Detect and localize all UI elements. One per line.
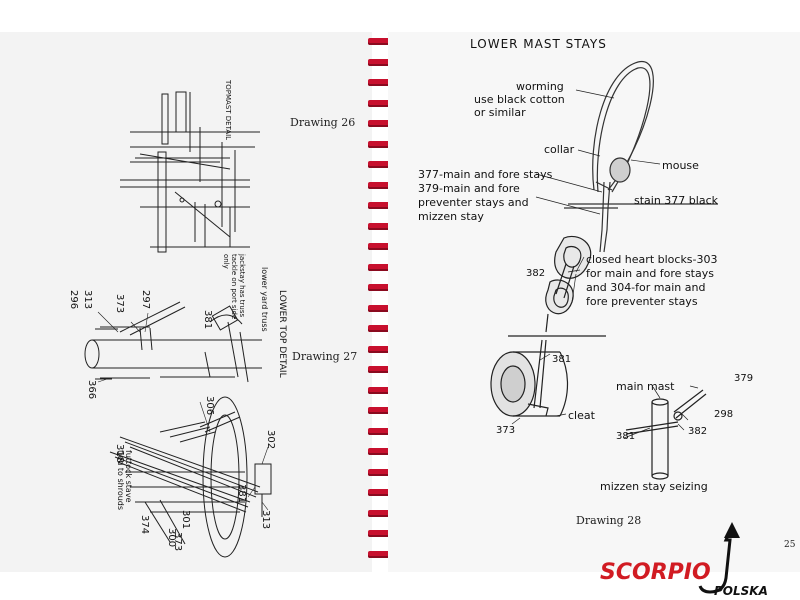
binding-ring <box>368 58 392 66</box>
label-373: 373 <box>496 425 516 436</box>
topmast-detail-label: TOPMAST DETAIL <box>224 80 232 141</box>
spiral-binding <box>360 32 400 572</box>
lower-top-detail-label: LOWER TOP DETAIL <box>277 290 287 378</box>
binding-ring <box>368 407 392 414</box>
binding-ring <box>368 284 392 291</box>
label-heart-3: and 304-for main and <box>586 281 706 294</box>
label-heart-4: fore preventer stays <box>586 295 698 308</box>
callout-313: 313 <box>82 290 93 310</box>
binding-ring <box>368 427 392 435</box>
binding-ring <box>368 550 392 558</box>
drawing-27-caption: Drawing 27 <box>292 350 358 363</box>
label-379: 379 <box>734 373 754 384</box>
binding-ring <box>368 489 392 496</box>
drawing-26-caption: Drawing 26 <box>290 116 356 129</box>
label-381b: 381 <box>616 431 636 442</box>
label-stays-1: 377-main and fore stays <box>418 168 553 181</box>
binding-ring <box>368 202 392 209</box>
callout-366: 366 <box>86 380 97 400</box>
label-stays-4: mizzen stay <box>418 210 484 223</box>
callout-306: 306 <box>204 396 215 416</box>
binding-ring <box>368 99 392 107</box>
left-page: TOPMAST DETAIL LOWER TOP DETAIL lower ya… <box>0 32 372 572</box>
callout-373: 373 <box>114 294 125 314</box>
logo-main-text: SCORPIO <box>600 560 711 585</box>
right-page-drawings <box>490 61 718 480</box>
binding-ring <box>368 366 392 373</box>
label-381: 381 <box>552 354 572 365</box>
binding-ring <box>368 120 392 127</box>
logo-sub-text: POLSKA <box>714 584 768 598</box>
callout-381b: 381 <box>236 484 247 504</box>
callout-302: 302 <box>265 430 276 450</box>
binding-ring <box>368 161 392 168</box>
label-mouse: mouse <box>662 159 699 172</box>
binding-ring <box>368 181 392 189</box>
label-main-mast: main mast <box>616 380 675 393</box>
binding-ring <box>368 79 392 86</box>
worming-loop-illustration <box>564 61 718 253</box>
label-collar: collar <box>544 143 575 156</box>
label-heart-2: for main and fore stays <box>586 267 714 280</box>
binding-ring <box>368 304 392 312</box>
binding-ring <box>368 222 392 230</box>
label-or-similar: or similar <box>474 106 526 119</box>
binding-ring <box>368 140 392 148</box>
label-382b: 382 <box>688 426 708 437</box>
heart-blocks-illustration <box>508 235 606 337</box>
binding-ring <box>368 243 392 250</box>
callout-318: 318 <box>114 444 125 464</box>
binding-ring <box>368 263 392 271</box>
futtock-illustration <box>109 396 272 558</box>
label-worming: worming <box>516 80 564 93</box>
drawing-28-caption: Drawing 28 <box>576 514 642 527</box>
left-leader-lines <box>97 311 269 511</box>
binding-ring <box>368 448 392 455</box>
callout-313b: 313 <box>260 510 271 530</box>
binding-ring <box>368 325 392 332</box>
lower-yard-truss-label: lower yard truss <box>260 267 269 332</box>
binding-ring <box>368 345 392 353</box>
mizzen-seizing-illustration <box>625 389 707 480</box>
left-page-drawings <box>84 91 272 558</box>
jackstay-label: jackstay has truss tackle on port side o… <box>222 254 246 320</box>
callout-301: 301 <box>180 510 191 530</box>
label-use-black: use black cotton <box>474 93 565 106</box>
binding-ring <box>368 468 392 476</box>
label-stays-3: preventer stays and <box>418 196 529 209</box>
label-heart-1: closed heart blocks-303 <box>586 253 718 266</box>
page-number: 25 <box>784 540 796 550</box>
binding-ring <box>368 386 392 394</box>
right-leader-lines <box>511 89 699 439</box>
callout-381: 381 <box>202 310 213 330</box>
label-382: 382 <box>526 268 546 279</box>
binding-ring <box>368 38 392 45</box>
scorpio-polska-logo: SCORPIO POLSKA <box>596 518 800 600</box>
callout-297: 297 <box>140 290 151 310</box>
cleat-illustration <box>490 339 569 417</box>
binding-ring <box>368 530 392 537</box>
label-cleat: cleat <box>568 409 595 422</box>
label-mizzen-seizing: mizzen stay seizing <box>600 480 708 493</box>
lower-mast-stays-heading: LOWER MAST STAYS <box>470 37 607 51</box>
drawing-27-illustration <box>84 301 262 383</box>
binding-ring <box>368 509 392 517</box>
drawing-26-illustration <box>120 91 260 253</box>
callout-296: 296 <box>68 290 79 310</box>
label-stain: stain 377 black <box>634 194 718 207</box>
callout-374: 374 <box>139 515 150 535</box>
right-page: LOWER MAST STAYS worming use black cotto… <box>388 32 800 572</box>
scorpio-tail-icon <box>698 522 740 594</box>
label-298: 298 <box>714 409 734 420</box>
callout-373b: 373 <box>172 532 183 552</box>
label-stays-2: 379-main and fore <box>418 182 520 195</box>
